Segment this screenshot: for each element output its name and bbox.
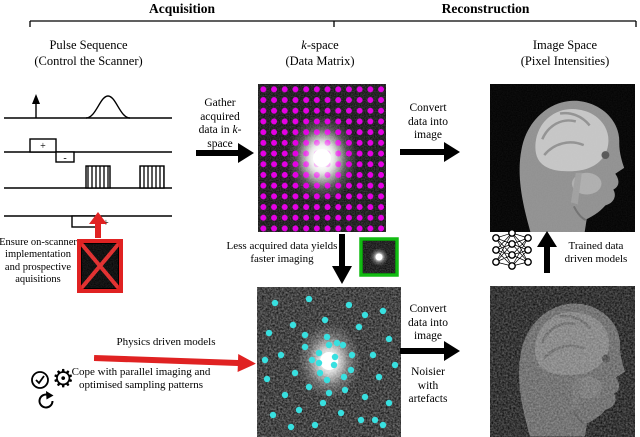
kspace-title: k-space [301, 38, 339, 52]
feedback-arrow-up-red [89, 212, 107, 238]
pulse-subtitle: (Control the Scanner) [34, 53, 143, 68]
refresh-arrows-icon [38, 391, 54, 409]
kspace-sample-dots [261, 295, 399, 431]
convert-bottom-label: Convert data into image [408, 303, 448, 343]
convert-top-arrow-right [400, 142, 460, 162]
neural-network-nodes [492, 230, 532, 270]
kspace-inset-thumbnail [359, 237, 399, 277]
kspace-undersampled-image [257, 287, 401, 437]
check-circle-icon [31, 371, 49, 389]
pulse-sign-plus-1: + [40, 141, 46, 152]
trained-models-arrow-up [537, 231, 557, 273]
convert-bottom-arrow-right [400, 341, 460, 361]
crossed-image-icon [77, 239, 123, 293]
kspace-subtitle: (Data Matrix) [285, 53, 355, 68]
neural-network-icon [492, 230, 532, 270]
pulse-sequence-diagram: + - + [4, 94, 172, 229]
cope-parallel-label: Cope with parallel imaging and optimised… [71, 366, 211, 391]
physics-arrow-right-red [93, 354, 256, 373]
phase-label-acquisition: Acquisition [148, 1, 216, 16]
column-header-pulse-sequence: Pulse Sequence (Control the Scanner) [16, 38, 161, 69]
phase-bracket-lines [29, 20, 637, 27]
pulse-sequence-lines [4, 95, 172, 228]
column-header-image-space: Image Space (Pixel Intensities) [492, 38, 638, 69]
image-space-title: Image Space [532, 38, 598, 52]
column-header-kspace: k-space (Data Matrix) [250, 38, 390, 69]
physics-models-label: Physics driven models [116, 336, 216, 348]
brain-image-noisy [490, 286, 635, 437]
trained-models-label: Trained data driven models [564, 240, 628, 265]
brain-image-clean [490, 84, 635, 232]
noisier-label: Noisier with artefacts [408, 366, 448, 406]
convert-top-label: Convert data into image [408, 102, 448, 142]
pulse-title: Pulse Sequence [49, 38, 128, 52]
image-space-subtitle: (Pixel Intensities) [520, 53, 610, 68]
gather-data-label: Gather acquired data in k-space [198, 97, 242, 150]
ensure-onscanner-label: Ensure on-scanner implementation and pro… [0, 237, 77, 286]
gear-icon: ⚙ [52, 364, 75, 393]
pulse-sign-minus: - [63, 153, 66, 164]
phase-label-reconstruction: Reconstruction [441, 1, 530, 16]
gather-arrow-right [196, 143, 254, 163]
rf-arrow-head [32, 94, 40, 104]
less-data-arrow-down [332, 234, 352, 284]
less-data-label: Less acquired data yields faster imaging [226, 240, 338, 265]
kspace-fully-sampled-image [258, 84, 386, 232]
